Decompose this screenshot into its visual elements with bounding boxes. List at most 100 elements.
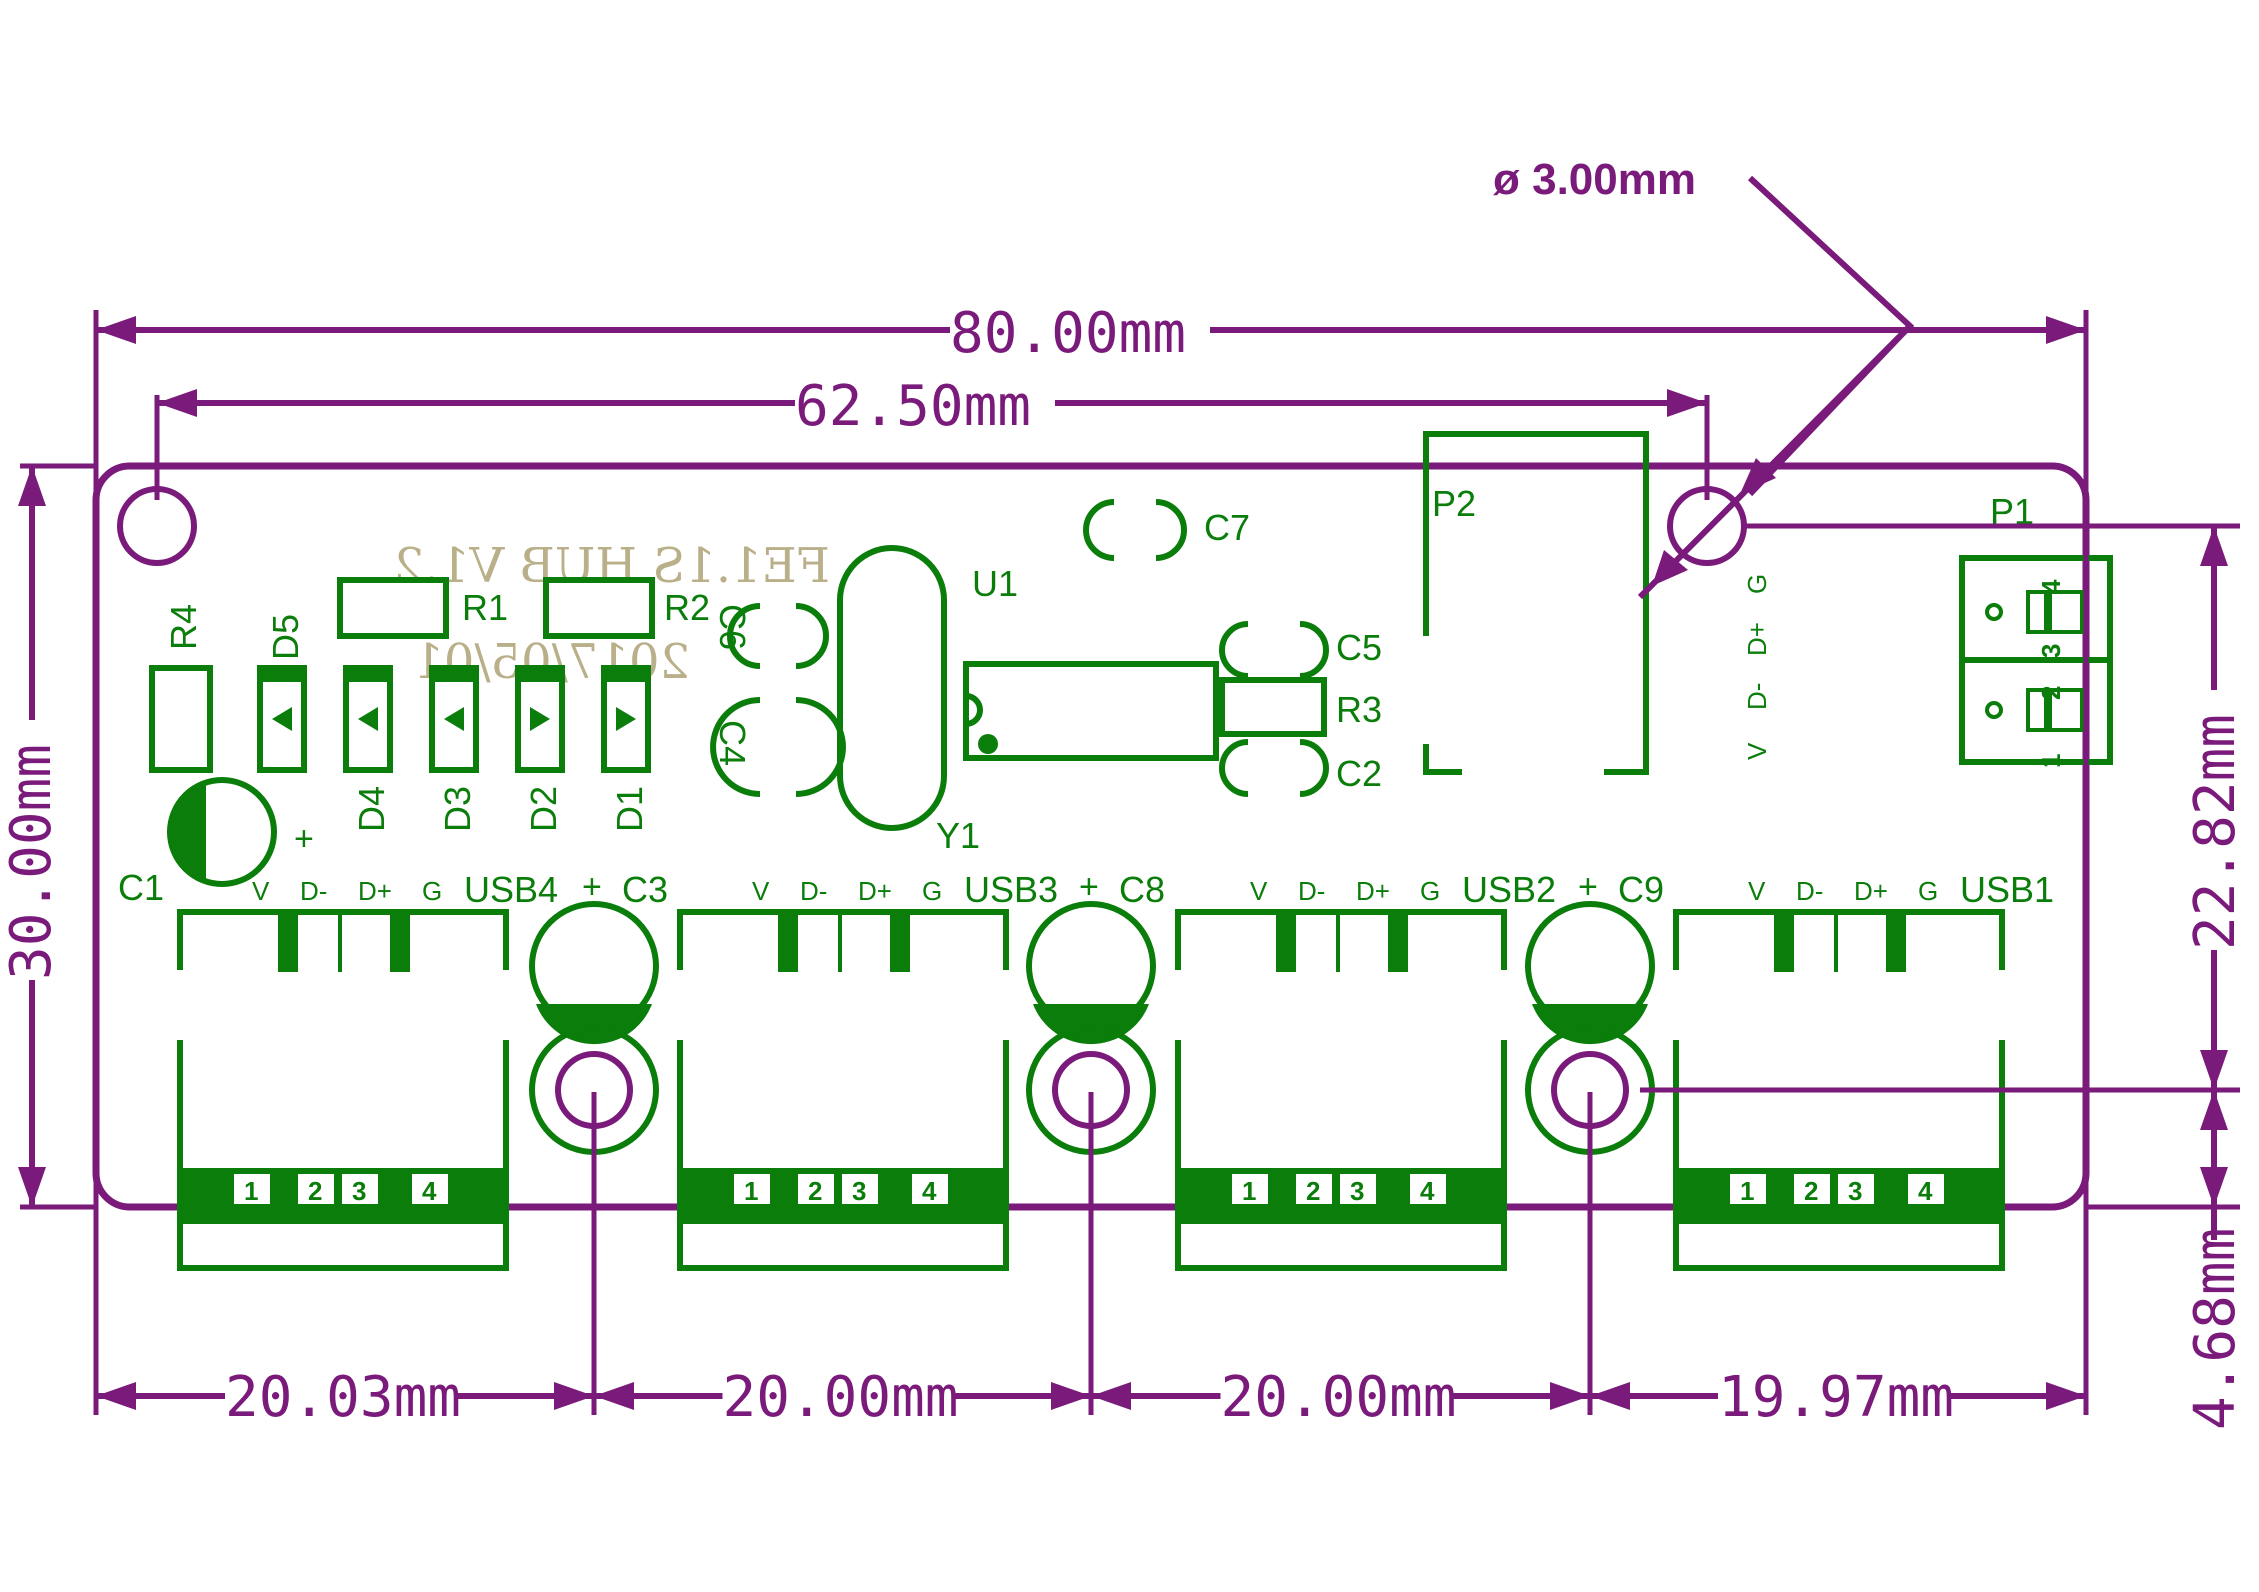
usb-pin-number: 3 [852, 1176, 866, 1206]
cap-label: C9 [1618, 869, 1664, 910]
r3-footprint [1219, 677, 1327, 737]
dim-usb-pitch-4: 19.97mm [1590, 1365, 2086, 1430]
p1-footprint [1959, 555, 2113, 765]
dim-usb-pitch-1: 20.03mm [96, 1365, 594, 1430]
usb-pin-label: V [752, 876, 770, 906]
d1-footprint [601, 665, 651, 773]
r1-footprint [337, 577, 449, 639]
p2-label: P2 [1432, 483, 1476, 524]
usb-pin-number: 2 [808, 1176, 822, 1206]
dim-usb-pitch-label: 19.97mm [1718, 1365, 1954, 1430]
svg-text:22.82mm: 22.82mm [2183, 714, 2248, 950]
c4-label: C4 [712, 720, 753, 766]
usb-pin-label: D- [1298, 876, 1325, 906]
svg-text:D+: D+ [1742, 622, 1772, 656]
dim-port-to-edge: 4.68mm [2183, 1090, 2248, 1430]
c2-footprint [1219, 739, 1329, 797]
usb-port-label: USB1 [1960, 869, 2054, 910]
usb-pin-number: 4 [422, 1176, 437, 1206]
svg-text:62.50mm: 62.50mm [795, 374, 1031, 439]
p1-pin-numbers: 1 2 3 4 [2036, 579, 2066, 768]
mirrored-title: FE1.1S HUB V1.2 [393, 538, 830, 594]
mounting-hole-left [117, 486, 197, 566]
c1-label: C1 [118, 867, 164, 908]
dim-overall-width: 80.00mm [96, 301, 2086, 366]
svg-text:D-: D- [1742, 683, 1772, 710]
usb-pin-number: 3 [352, 1176, 366, 1206]
r3-label: R3 [1336, 689, 1382, 730]
c1-footprint [167, 777, 277, 887]
d2-label: D2 [523, 786, 564, 832]
dim-usb-pitch: 20.03mm 20.00mm 20.00mm 19.97mm [96, 1365, 2086, 1430]
cap-label: C8 [1119, 869, 1165, 910]
svg-text:80.00mm: 80.00mm [950, 301, 1186, 366]
c1-polarity: + [294, 820, 314, 858]
svg-text:4: 4 [2036, 579, 2066, 594]
r4-label: R4 [163, 604, 204, 650]
p2-footprint [1423, 431, 1649, 775]
dim-usb-pitch-label: 20.00mm [1221, 1365, 1457, 1430]
dim-usb-pitch-label: 20.00mm [723, 1365, 959, 1430]
d3-footprint [429, 665, 479, 773]
r2-label: R2 [664, 587, 710, 628]
d5-label: D5 [265, 614, 306, 660]
r4-footprint [149, 665, 213, 773]
usb-pin-label: G [1918, 876, 1938, 906]
svg-text:4.68mm: 4.68mm [2183, 1228, 2248, 1430]
usb-pin-label: D+ [858, 876, 892, 906]
usb-pin-number: 4 [1420, 1176, 1435, 1206]
dim-hole-spacing: 62.50mm [157, 374, 1707, 439]
c5-label: C5 [1336, 627, 1382, 668]
d4-label: D4 [351, 786, 392, 832]
d2-footprint [515, 665, 565, 773]
dim-hole-to-port: 22.82mm [2183, 526, 2248, 1090]
usb-pin-number: 2 [308, 1176, 322, 1206]
usb-pin-number: 2 [1804, 1176, 1818, 1206]
d4-footprint [343, 665, 393, 773]
usb-pin-label: V [252, 876, 270, 906]
usb-pin-label: D- [800, 876, 827, 906]
svg-text:1: 1 [2036, 754, 2066, 768]
cap-polarity: + [582, 868, 602, 906]
c5-footprint [1219, 621, 1329, 679]
usb-pin-label: G [1420, 876, 1440, 906]
usb-pin-number: 1 [1740, 1176, 1754, 1206]
usb-pin-label: V [1250, 876, 1268, 906]
usb-pin-number: 4 [922, 1176, 937, 1206]
svg-text:V: V [1742, 742, 1772, 760]
u1-label: U1 [972, 563, 1018, 604]
r1-label: R1 [462, 587, 508, 628]
dim-overall-height: 30.00mm [0, 466, 64, 1207]
c7-label: C7 [1204, 507, 1250, 548]
c2-label: C2 [1336, 753, 1382, 794]
usb-port-label: USB4 [464, 869, 558, 910]
d5-footprint [257, 665, 307, 773]
c6-footprint [727, 603, 829, 669]
usb-pin-label: D- [300, 876, 327, 906]
usb-port-label: USB3 [964, 869, 1058, 910]
usb-pin-number: 4 [1918, 1176, 1933, 1206]
c6-label: C6 [712, 604, 753, 650]
cap-c9: +C9 [1525, 868, 1664, 1155]
cap-label: C3 [622, 869, 668, 910]
usb-pin-label: V [1748, 876, 1766, 906]
usb-pin-number: 1 [244, 1176, 258, 1206]
svg-text:3: 3 [2036, 644, 2066, 658]
usb-pin-number: 1 [1242, 1176, 1256, 1206]
cap-c3: + C3 [529, 868, 668, 1155]
d1-label: D1 [609, 786, 650, 832]
y1-label: Y1 [936, 815, 980, 856]
dim-usb-pitch-2: 20.00mm [594, 1365, 1091, 1430]
d3-label: D3 [437, 786, 478, 832]
p2-pin-labels: V D- D+ G [1742, 574, 1772, 760]
svg-text:ø 3.00mm: ø 3.00mm [1493, 155, 1696, 204]
dim-usb-pitch-label: 20.03mm [225, 1365, 461, 1430]
u1-footprint [963, 661, 1219, 761]
svg-text:G: G [1742, 574, 1772, 594]
